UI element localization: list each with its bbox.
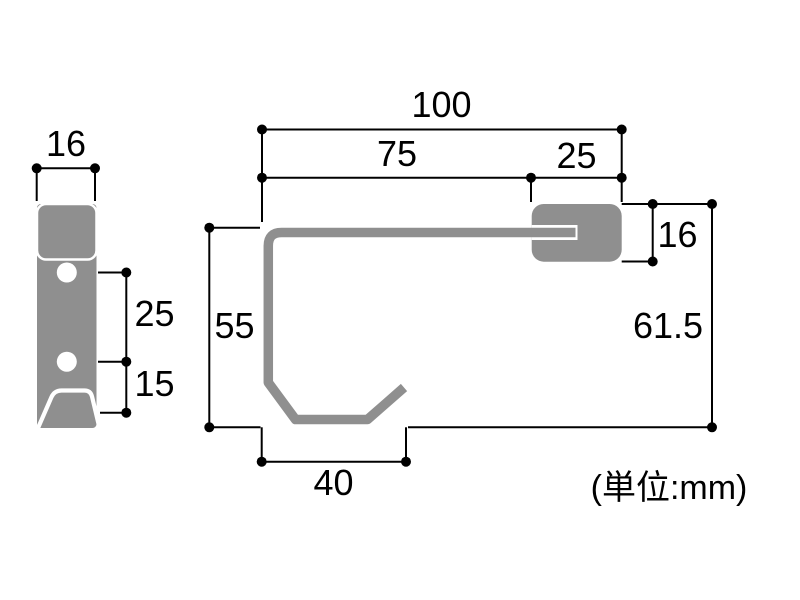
front-top-plate: [35, 202, 98, 261]
front-lower-hole: [56, 351, 77, 372]
dim-dot: [707, 199, 717, 209]
front-foot-outline: [36, 388, 102, 429]
dimension-labels: 16 25 15 100 75 25 55 40 16 61.5 (単位:mm): [46, 84, 747, 507]
dim-dot: [257, 172, 267, 183]
dim-dot: [90, 163, 100, 174]
front-view: [35, 202, 102, 429]
label-front-hole-pitch: 25: [134, 293, 174, 334]
dim-dot: [257, 124, 267, 135]
unit-note: (単位:mm): [591, 469, 748, 507]
label-plate-height: 16: [657, 214, 697, 255]
dim-dot: [526, 172, 536, 183]
dim-dot: [121, 267, 132, 278]
label-arm-length: 75: [377, 133, 417, 174]
dim-dot: [121, 356, 132, 367]
label-front-hole-to-bottom: 15: [134, 363, 174, 404]
side-view: [263, 204, 622, 425]
dim-dot: [707, 422, 717, 433]
dim-dot: [256, 456, 267, 467]
label-overall-width: 100: [411, 84, 471, 125]
label-hook-opening: 40: [313, 462, 353, 503]
side-hook-wire: [263, 227, 576, 425]
dimension-dots: [31, 124, 717, 467]
label-plate-width: 25: [556, 135, 596, 176]
dim-dot: [616, 124, 627, 135]
front-upper-hole: [56, 262, 77, 283]
dim-dot: [401, 456, 411, 467]
label-overall-height: 61.5: [633, 305, 703, 346]
dim-dot: [647, 199, 658, 209]
dim-dot: [647, 256, 658, 267]
dim-dot: [121, 407, 132, 418]
dim-dot: [31, 163, 42, 174]
label-front-width: 16: [46, 123, 86, 164]
dim-dot: [616, 172, 627, 183]
label-hook-height: 55: [214, 305, 254, 346]
dim-dot: [204, 222, 215, 233]
dim-dot: [204, 422, 215, 433]
